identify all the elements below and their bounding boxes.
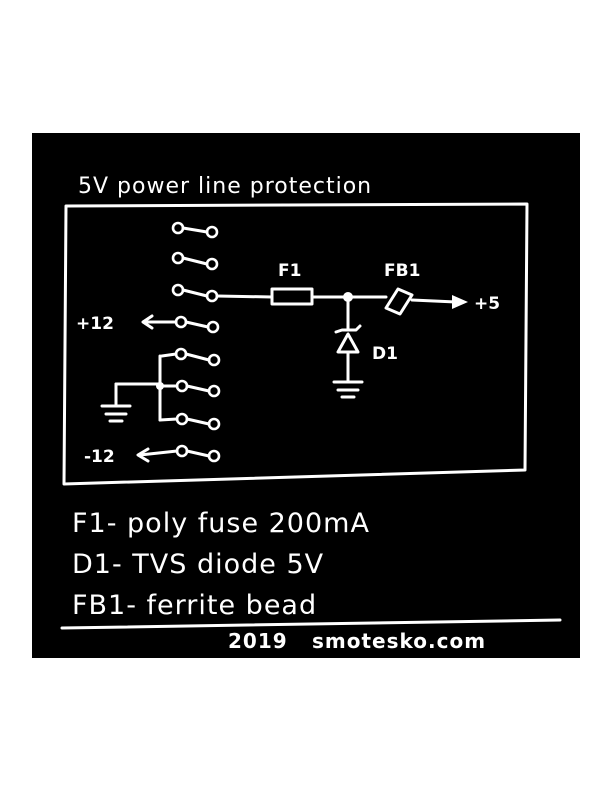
diode-label: D1 xyxy=(372,344,398,364)
plus12-arrow xyxy=(141,314,154,330)
minus12-line xyxy=(136,447,179,463)
diagram-title: 5V power line protection xyxy=(78,174,372,199)
ground-symbol xyxy=(100,404,132,423)
minus12-label: -12 xyxy=(84,447,115,467)
ferrite-bead-symbol xyxy=(384,287,414,316)
tvs-diode-branch xyxy=(332,300,364,399)
fuse-label: F1 xyxy=(278,261,301,281)
credit-year: 2019 xyxy=(228,629,288,653)
legend-line-bead: FB1- ferrite bead xyxy=(72,590,317,621)
junction-dot xyxy=(343,292,353,302)
plus12-line xyxy=(141,314,178,330)
minus12-arrow xyxy=(136,447,150,463)
plus5-label: +5 xyxy=(474,294,500,314)
plus5-line xyxy=(215,287,468,316)
bead-label: FB1 xyxy=(384,261,420,281)
ground-bus xyxy=(100,352,179,423)
header-connector xyxy=(171,221,221,463)
black-card xyxy=(32,133,580,658)
plus5-arrow xyxy=(452,295,468,309)
legend-line-diode: D1- TVS diode 5V xyxy=(72,549,324,580)
ground-symbol xyxy=(332,380,364,399)
plus12-label: +12 xyxy=(76,314,114,334)
junction-dot xyxy=(156,382,164,390)
schematic-frame xyxy=(62,202,529,486)
legend-underline xyxy=(60,618,562,630)
credit-site: smotesko.com xyxy=(312,629,486,653)
legend-line-fuse: F1- poly fuse 200mA xyxy=(72,508,370,539)
